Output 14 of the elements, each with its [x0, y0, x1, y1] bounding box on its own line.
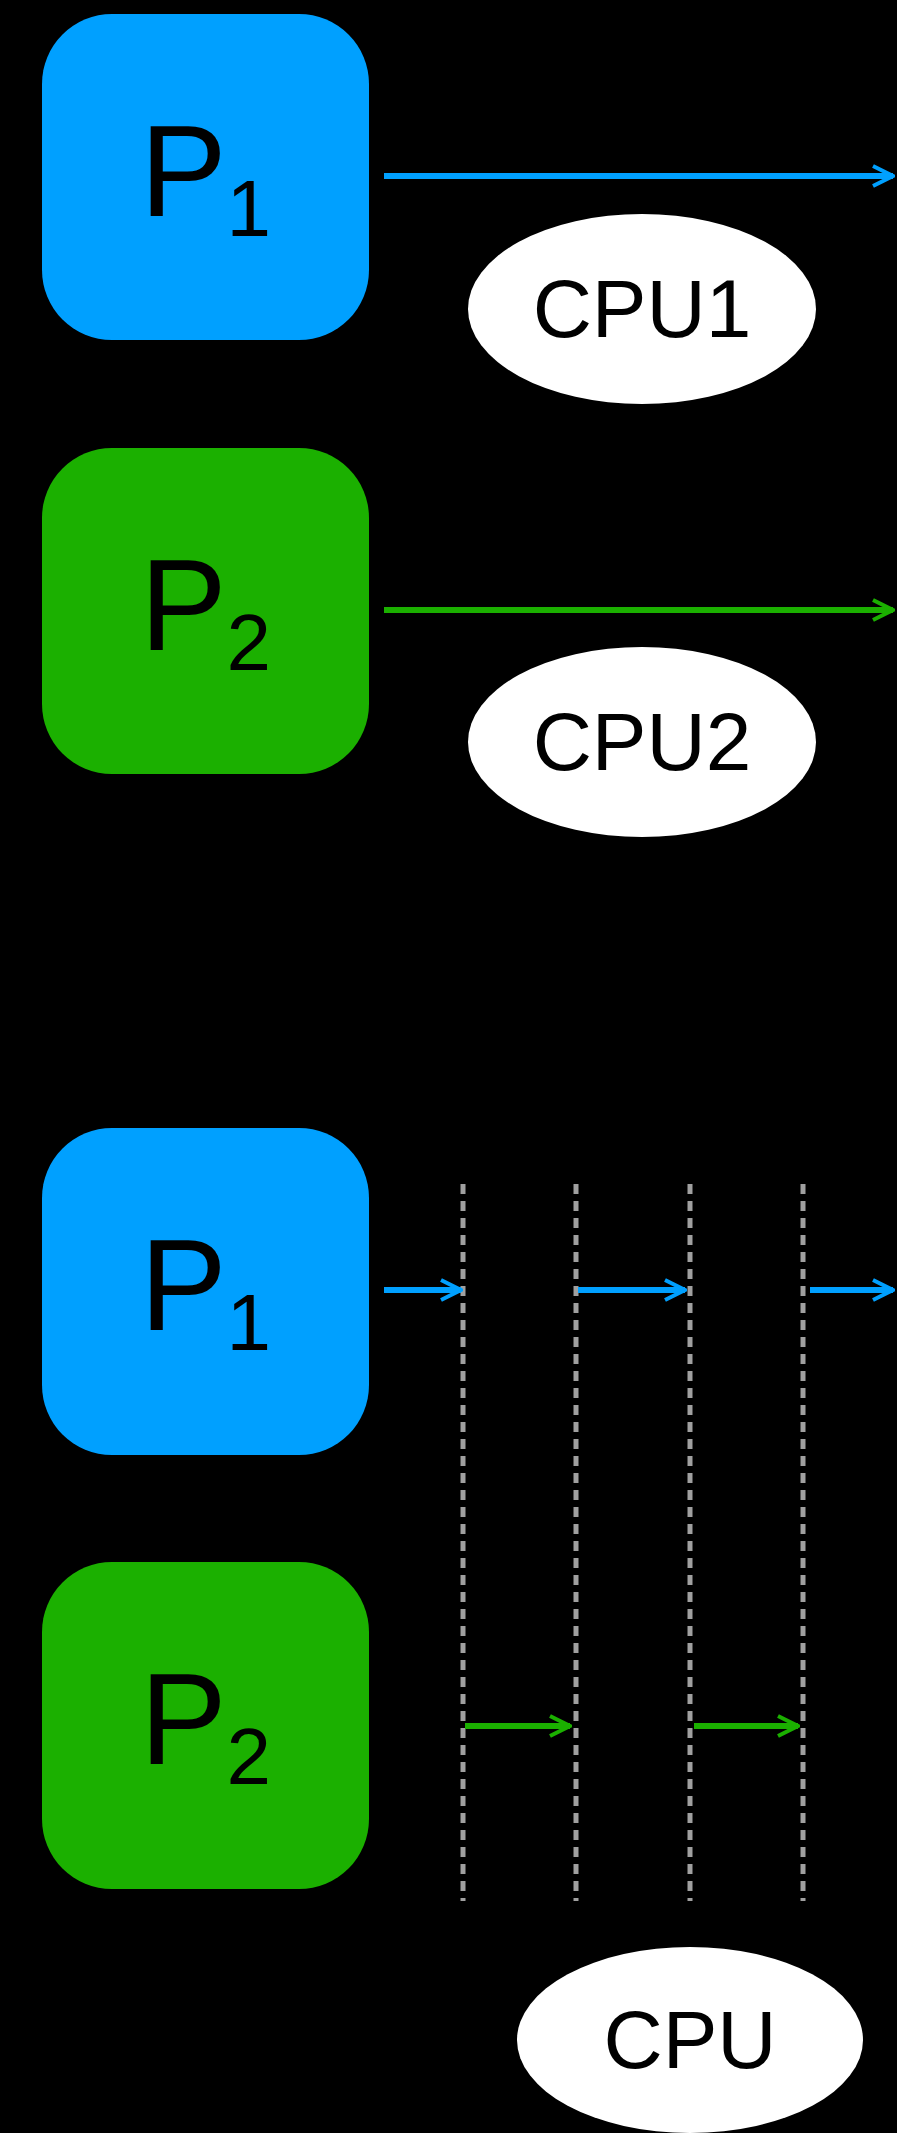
process-label: P$_{2}$	[139, 1654, 272, 1797]
arrow	[384, 1278, 463, 1302]
cpu-label: CPU2	[532, 701, 752, 783]
process-box	[42, 1128, 369, 1455]
process-box	[42, 1562, 369, 1889]
process-label: P$_{2}$	[139, 539, 272, 683]
cpu-label: CPU	[603, 1999, 777, 2081]
arrow	[384, 164, 895, 188]
cpu-label: CPU1	[532, 268, 752, 350]
arrow	[384, 598, 895, 622]
process-label: P$_{1}$	[139, 1220, 272, 1363]
process-box	[42, 14, 369, 340]
process-label: P$_{1}$	[139, 105, 272, 249]
process-box	[42, 448, 369, 774]
